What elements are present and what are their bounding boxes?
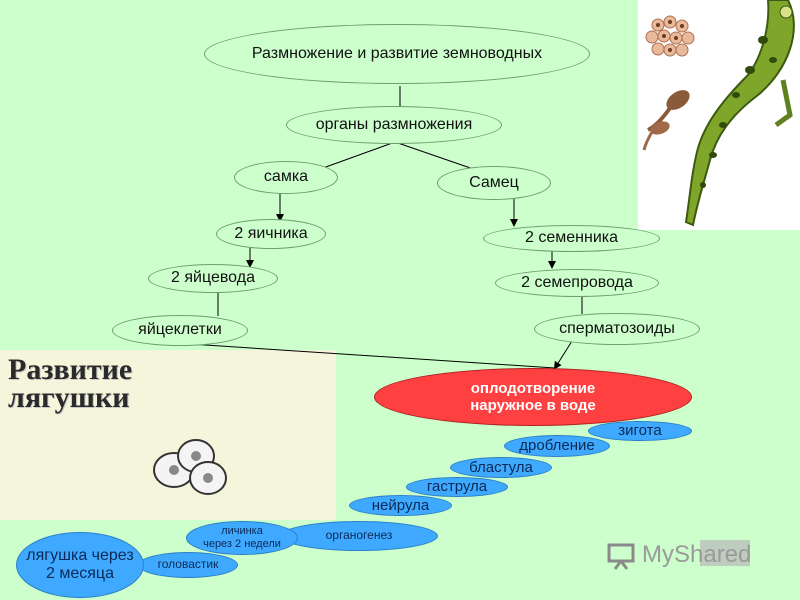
gastrula-node: гаструла (406, 477, 508, 497)
larva-line2: через 2 недели (203, 538, 281, 550)
zygote-node: зигота (588, 421, 692, 441)
oviducts-node: 2 яйцевода (148, 264, 278, 293)
watermark-box (700, 540, 750, 566)
neurula-node: нейрула (349, 495, 452, 516)
frog-result-node: лягушка через 2 месяца (16, 532, 144, 598)
fertilization-line2: наружное в воде (470, 397, 596, 414)
development-title-line1: Развитие (8, 353, 133, 386)
frog-illustration (642, 0, 795, 227)
watermark-text: MyShared (642, 541, 752, 568)
projector-icon (607, 543, 635, 570)
frog-photo-panel (638, 0, 800, 230)
frog-result-line2: 2 месяца (46, 565, 114, 582)
sperm-ducts-node: 2 семепровода (495, 269, 659, 297)
eggs-node: яйцеклетки (112, 315, 248, 346)
watermark: MyShared (606, 536, 766, 574)
larva-line1: личинка (221, 525, 263, 538)
development-panel (0, 350, 336, 520)
male-node: Самец (437, 166, 551, 200)
frog-result-line1: лягушка через (26, 546, 134, 564)
title-node: Размножение и развитие земноводных (204, 24, 590, 84)
organogenesis-node: органогенез (280, 521, 438, 551)
fertilization-line1: оплодотворение (470, 379, 596, 397)
testes-node: 2 семенника (483, 225, 660, 252)
tadpole-node: головастик (138, 552, 238, 578)
reproductive-organs-node: органы размножения (286, 106, 502, 144)
development-title: Развитие лягушки (8, 353, 208, 414)
larva-node: личинка через 2 недели (186, 521, 298, 555)
frog-egg-cells-illustration (153, 439, 227, 495)
fertilization-node: оплодотворение наружное в воде (374, 368, 692, 426)
cleavage-node: дробление (504, 435, 610, 457)
development-title-line2: лягушки (8, 381, 130, 414)
female-node: самка (234, 161, 338, 194)
ovaries-node: 2 яичника (216, 219, 326, 249)
sperm-node: сперматозоиды (534, 313, 700, 345)
blastula-node: бластула (450, 457, 552, 478)
